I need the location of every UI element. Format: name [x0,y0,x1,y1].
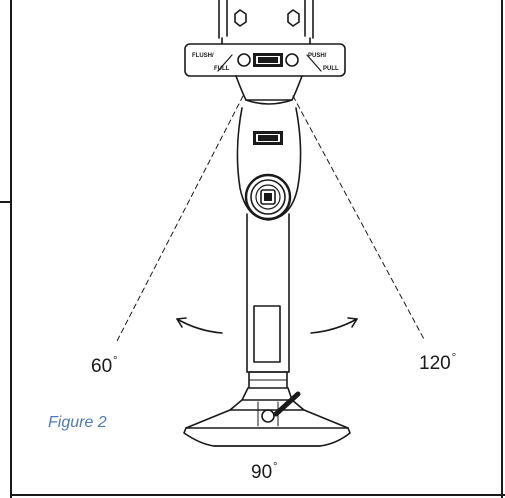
label-plate: FLUSH/ FULL PUSH/ PULL [184,43,346,77]
stand-pole [246,213,290,389]
rating-label-right-bottom: PULL [323,66,339,72]
angle-label-60: 60° [91,355,118,377]
stand-base [183,387,351,447]
top-bracket [218,0,314,45]
pivot-knob-icon [244,173,292,221]
figure-caption: Figure 2 [48,414,107,431]
angle-lines [116,95,426,342]
badge-logo-icon [253,131,283,145]
angle-label-90: 90° [251,461,278,483]
rating-label-right-top: PUSH/ [308,53,327,59]
angle-label-120: 120° [419,352,457,374]
rating-label-left-top: FLUSH/ [192,53,214,59]
pivot-housing [236,107,302,221]
plate-neck [235,75,303,105]
rating-label-left-bottom: FULL [214,66,230,72]
badge-logo-icon [253,53,283,67]
swing-arrow-icon [176,317,358,334]
